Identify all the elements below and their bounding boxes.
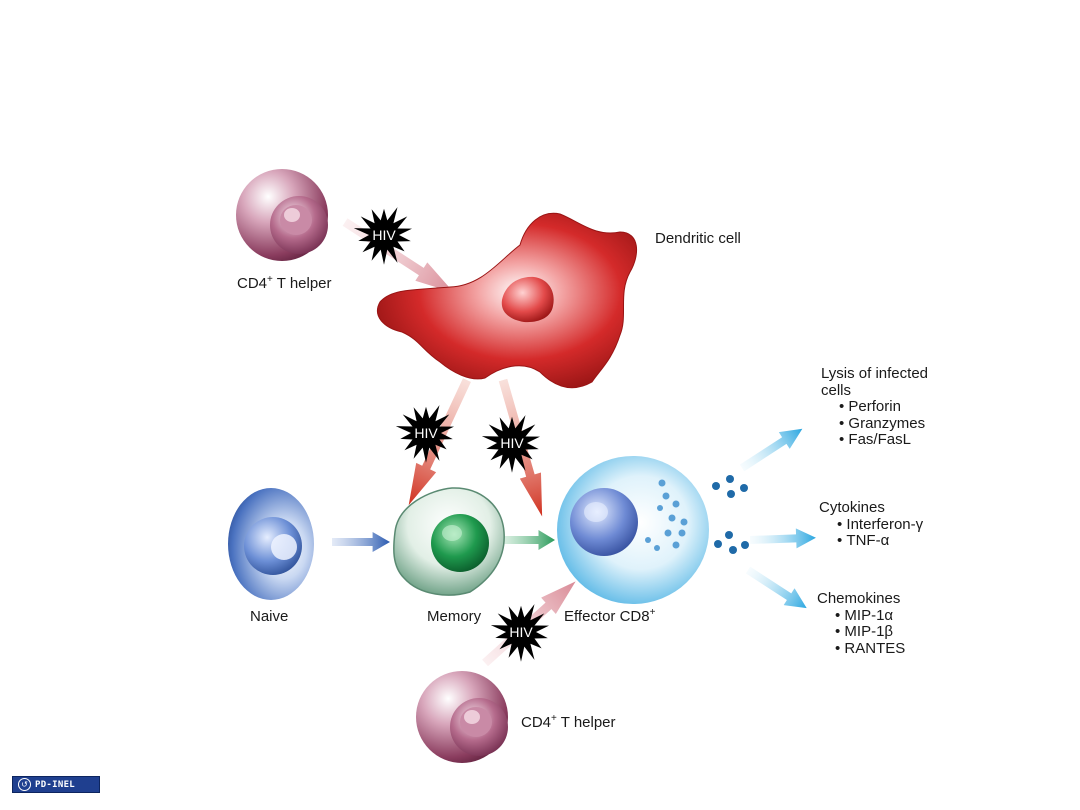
label-text: CD4 [521,714,552,731]
label-text: Effector CD8 [564,608,650,625]
copyleft-icon: ↺ [18,778,31,791]
list-item: Interferon-γ [837,516,923,534]
naive-cell [228,488,314,600]
license-badge: ↺ PD-INEL [12,776,100,793]
chemokines-title: Chemokines [817,590,901,607]
label-superscript: + [551,713,557,724]
label-effector-cd8: Effector CD8+ [564,607,656,626]
list-item: MIP-1α [835,607,905,625]
secreted-granules-upper [712,475,748,498]
label-text: CD4 [237,275,268,292]
hiv-label: HIV [500,435,524,451]
hiv-star-bottom: HIV [490,604,549,662]
label-cd4-t-helper-bottom: CD4+ T helper [521,713,616,732]
lysis-title-line2: cells [821,381,852,399]
hiv-star-right: HIV [481,415,540,473]
label-text: T helper [556,714,616,731]
list-lysis: Lysis of infected cells Perforin Granzym… [821,365,928,449]
hiv-star-top: HIV [353,207,412,265]
label-dendritic-cell: Dendritic cell [655,230,741,247]
label-memory: Memory [427,608,482,625]
effector-granules [645,479,688,551]
memory-cell [393,487,505,596]
hiv-star-left: HIV [395,405,454,463]
list-item: Granzymes [839,415,928,433]
list-cytokines: Cytokines Interferon-γ TNF-α [819,499,923,550]
secreted-granules-lower [714,531,749,554]
list-item: MIP-1β [835,623,905,641]
effector-cd8-cell [557,456,709,604]
badge-text: PD-INEL [35,779,76,790]
label-naive: Naive [250,608,289,625]
label-text: T helper [272,275,332,292]
hiv-label: HIV [414,425,438,441]
list-item: RANTES [835,640,905,658]
dendritic-cell [377,212,638,389]
label-superscript: + [649,607,656,618]
label-superscript: + [267,274,273,285]
list-chemokines: Chemokines MIP-1α MIP-1β RANTES [817,590,905,658]
lysis-title-line1: Lysis of infected [821,365,928,382]
list-item: TNF-α [837,532,923,550]
arrow-effector-to-cytokines [749,527,817,550]
hiv-label: HIV [509,624,533,640]
arrow-effector-to-chemokines [742,561,813,617]
arrow-memory-to-effector [500,530,555,550]
cytokines-title: Cytokines [819,499,885,516]
arrow-naive-to-memory [332,532,390,552]
arrow-effector-to-lysis [736,420,808,477]
hiv-label: HIV [372,227,396,243]
label-cd4-t-helper-top: CD4+ T helper [237,274,332,293]
list-item: Fas/FasL [839,431,928,449]
cd4-t-helper-cell-top [236,169,328,261]
cd4-t-helper-cell-bottom [416,671,508,763]
list-item: Perforin [839,398,928,416]
